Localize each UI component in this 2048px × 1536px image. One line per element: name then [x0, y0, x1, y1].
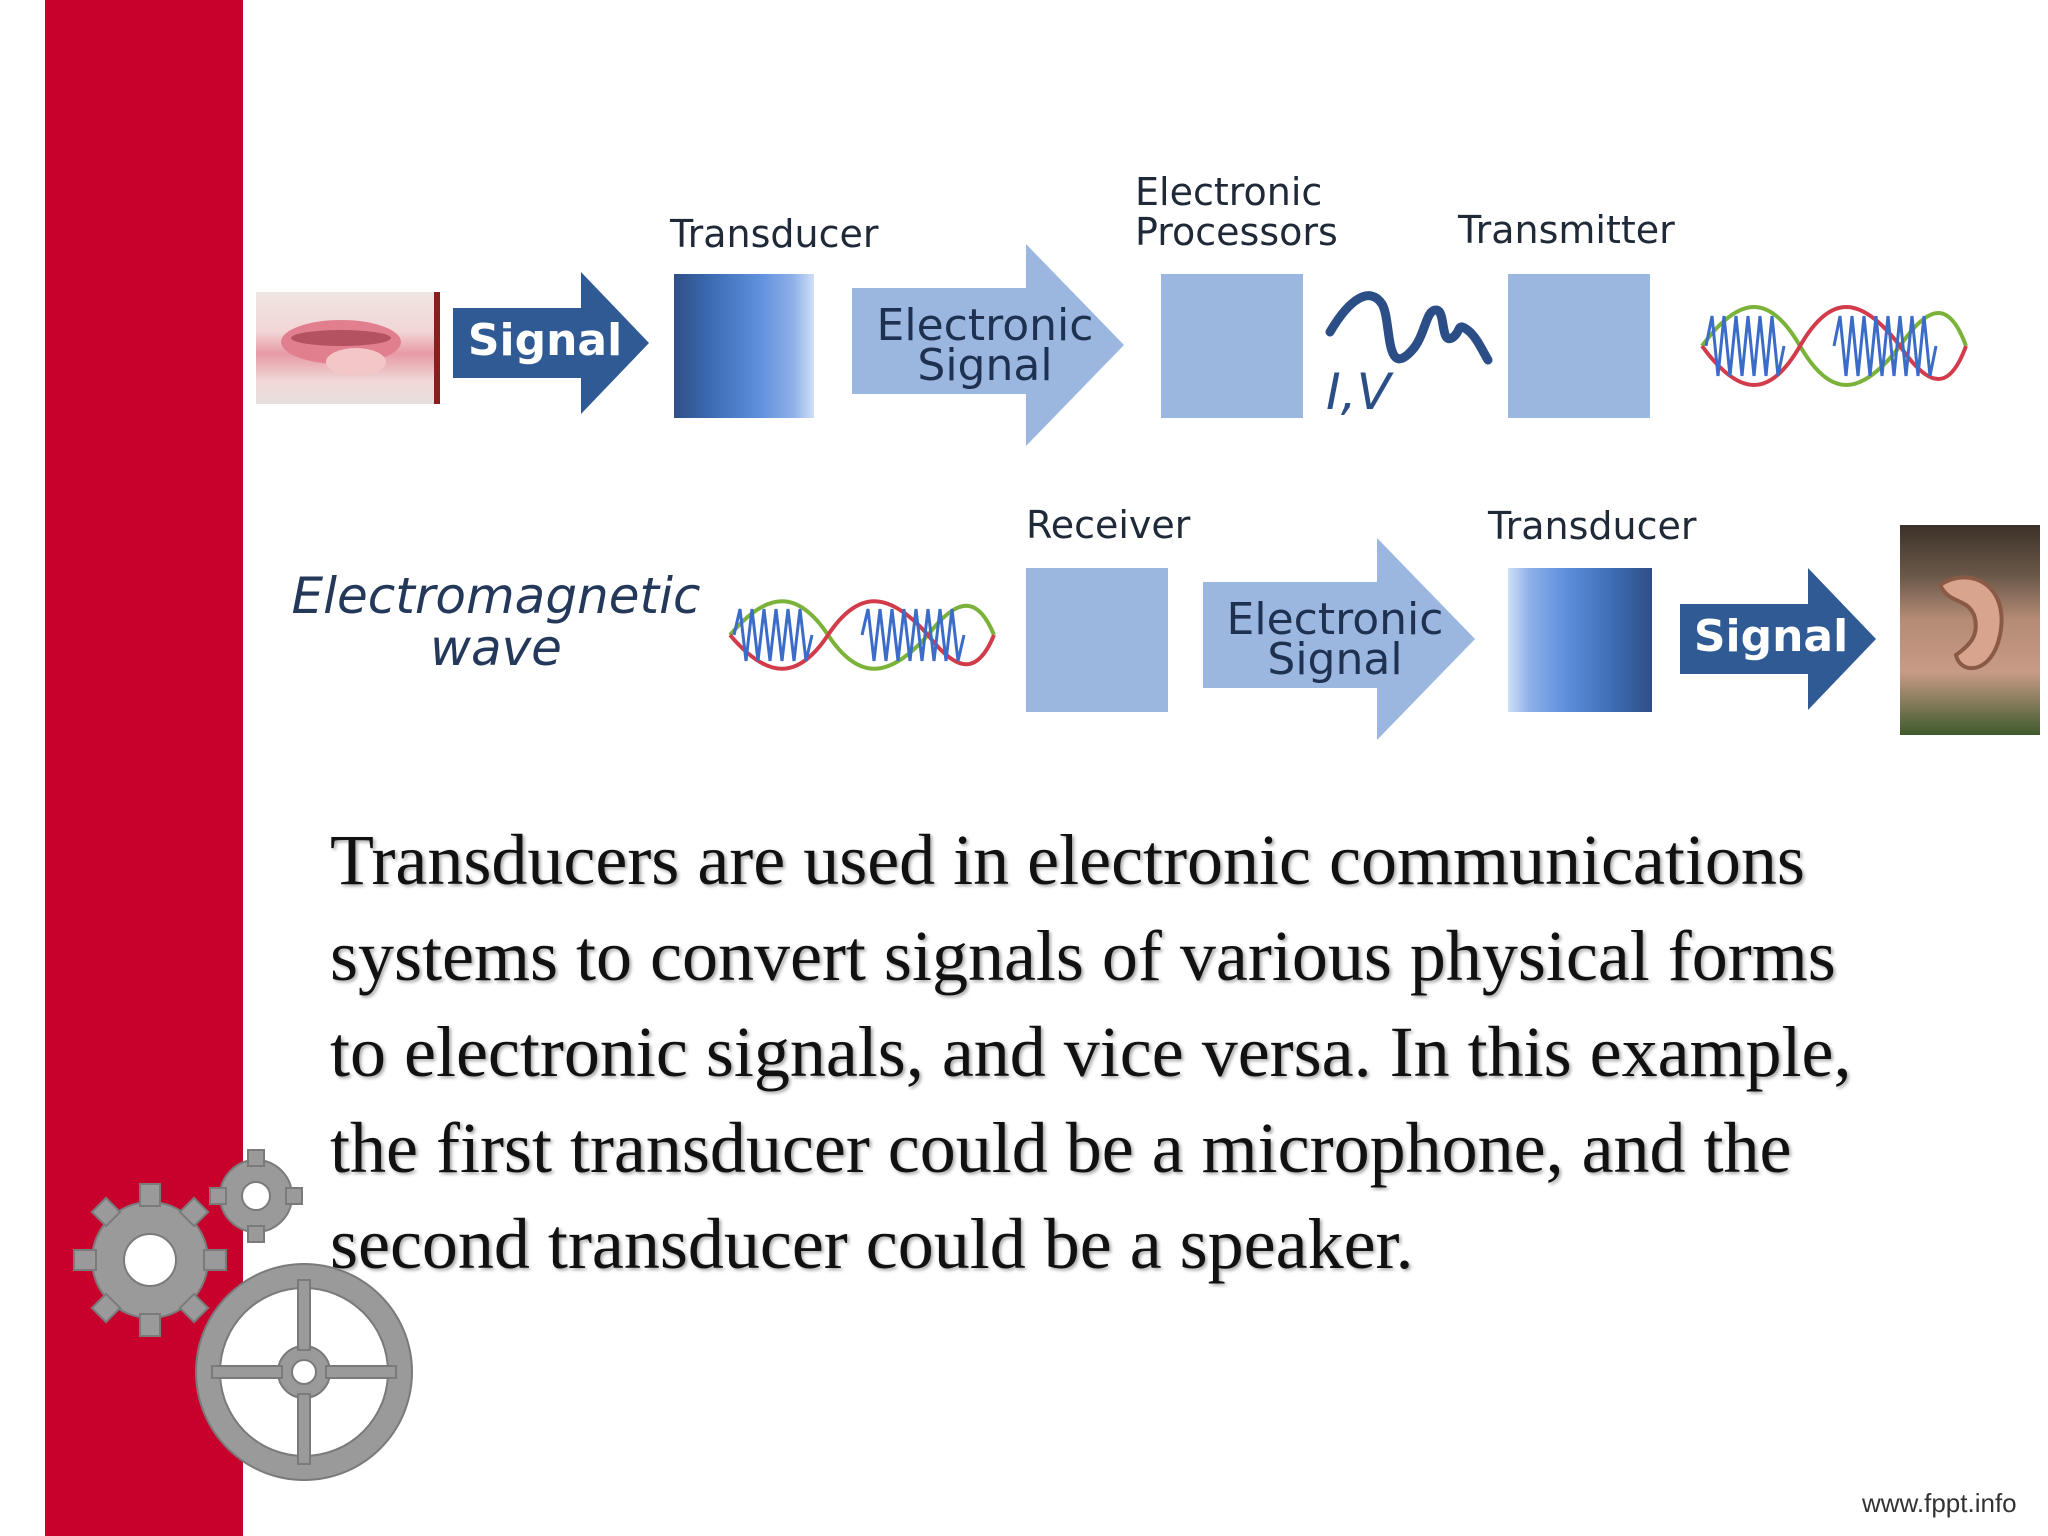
- electronic-signal-line2: Signal: [917, 340, 1053, 391]
- signal-label-row2: Signal: [1693, 611, 1849, 662]
- body-line-4: the first transducer could be a micropho…: [330, 1108, 1792, 1188]
- gears-decoration-icon: [73, 1149, 413, 1481]
- processors-line1: Electronic: [1135, 170, 1323, 214]
- transmitter-label: Transmitter: [1458, 208, 1675, 252]
- left-margin: [0, 0, 45, 1536]
- em-wave-label: Electromagnetic wave: [286, 570, 706, 674]
- electronic-signal-arrow-row2: [1203, 538, 1475, 740]
- processors-line2: Processors: [1135, 210, 1338, 254]
- lips-icon: [281, 320, 401, 376]
- transducer-label-row1: Transducer: [670, 212, 879, 256]
- transmitter-box: [1508, 274, 1650, 418]
- processors-box: [1161, 274, 1303, 418]
- transducer-box-row2: [1508, 568, 1652, 712]
- mouth-image: [256, 292, 440, 404]
- em-wave-icon-row1: [1700, 305, 1968, 387]
- electronic-signal-label-row1: Electronic Signal: [860, 300, 1110, 391]
- em-wave-line1: Electromagnetic: [291, 567, 701, 625]
- ear-icon: [1937, 575, 2004, 671]
- signal-arrow-row2: [1680, 568, 1876, 710]
- em-wave-icon-row2: [728, 599, 996, 671]
- footer-url: www.fppt.info: [1862, 1488, 2017, 1518]
- body-line-3: to electronic signals, and vice versa. I…: [330, 1012, 1852, 1092]
- receiver-label: Receiver: [1026, 503, 1191, 547]
- electronic-signal-line2-row2: Signal: [1267, 634, 1403, 685]
- body-line-2: systems to convert signals of various ph…: [330, 916, 1836, 996]
- receiver-box: [1026, 568, 1168, 712]
- waveform-icon: [1325, 291, 1493, 365]
- body-paragraph: Transducers are used in electronic commu…: [330, 812, 2030, 1292]
- electronic-signal-line1: Electronic: [876, 300, 1094, 351]
- transducer-box-row1: [674, 274, 814, 418]
- electronic-signal-label-row2: Electronic Signal: [1210, 594, 1460, 685]
- processors-label: Electronic Processors: [1135, 172, 1338, 252]
- transducer-label-row2: Transducer: [1488, 504, 1697, 548]
- electronic-signal-arrow-row1: [852, 244, 1124, 446]
- signal-label-row1: Signal: [467, 315, 623, 366]
- em-wave-line2: wave: [430, 619, 562, 677]
- body-line-5: second transducer could be a speaker.: [330, 1204, 1414, 1284]
- electronic-signal-line1-row2: Electronic: [1226, 594, 1444, 645]
- ear-image: [1900, 525, 2040, 735]
- body-line-1: Transducers are used in electronic commu…: [330, 820, 1805, 900]
- signal-arrow-row1: [453, 272, 649, 414]
- iv-label: I,V: [1326, 363, 1391, 421]
